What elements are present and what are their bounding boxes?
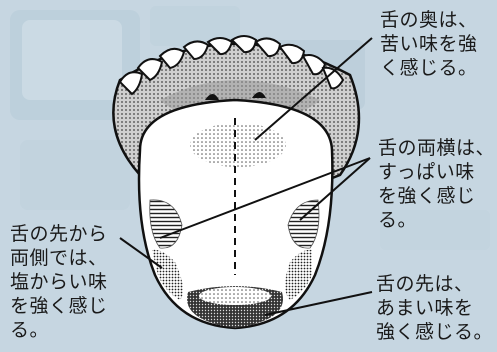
label-salty-edges: 舌の先から 両側では、 塩からい味 を強く感じ る。 — [10, 222, 108, 342]
label-sweet-tip: 舌の先は、 あまい味を 強く感じる。 — [376, 272, 493, 344]
bitter-zone — [190, 123, 286, 167]
label-sour-sides: 舌の両横は、 すっぱい味 を強く感じ る。 — [378, 136, 495, 232]
label-bitter-back: 舌の奥は、 苦い味を強 く感じる。 — [380, 8, 478, 80]
